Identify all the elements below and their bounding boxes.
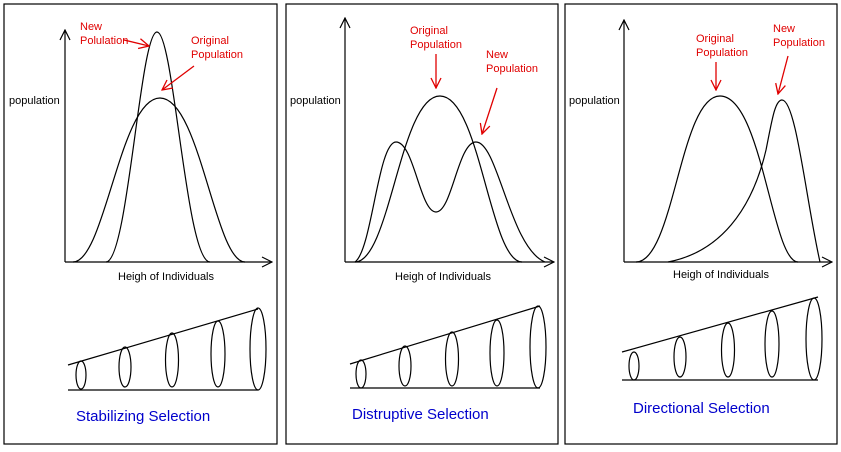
cone-illustration bbox=[349, 305, 547, 389]
cone-illustration bbox=[621, 296, 823, 381]
cone-ring bbox=[355, 359, 367, 389]
annotation-new-line2: Population bbox=[773, 37, 825, 49]
annotation-new-line1: New bbox=[80, 21, 102, 33]
cone-top-edge bbox=[621, 296, 819, 353]
annotation-new-arrow bbox=[778, 55, 789, 94]
x-axis-label: Heigh of Individuals bbox=[673, 269, 770, 281]
cone-ring bbox=[489, 319, 505, 387]
x-axis-label: Heigh of Individuals bbox=[118, 271, 215, 283]
cone-ring bbox=[444, 331, 460, 387]
annotation-original-line2: Population bbox=[191, 49, 243, 61]
cone-ring bbox=[764, 310, 780, 378]
annotation-original-line2: Population bbox=[410, 39, 462, 51]
cone-ring bbox=[210, 320, 226, 388]
cone-ring bbox=[529, 305, 547, 389]
panel-directional: population Heigh of Individuals Original… bbox=[564, 3, 838, 445]
annotation-original-line1: Original bbox=[191, 35, 229, 47]
new-population-curve bbox=[354, 141, 546, 263]
cone-ring bbox=[75, 360, 87, 390]
annotation-original-line1: Original bbox=[696, 33, 734, 45]
annotation-original-arrow bbox=[162, 65, 195, 90]
panel-title: Directional Selection bbox=[633, 400, 770, 417]
original-population-curve bbox=[72, 97, 246, 263]
panel-frame bbox=[564, 3, 838, 445]
cone-ring bbox=[805, 297, 823, 381]
annotation-new-line2: Population bbox=[486, 63, 538, 75]
cone-illustration bbox=[67, 307, 267, 391]
annotation-new-line1: New bbox=[486, 49, 508, 61]
panel-title: Stabilizing Selection bbox=[76, 408, 210, 425]
annotation-original-line1: Original bbox=[410, 25, 448, 37]
y-axis-label: population bbox=[9, 95, 60, 107]
original-population-curve bbox=[354, 95, 523, 263]
cone-top-edge bbox=[67, 308, 259, 366]
original-population-curve bbox=[635, 95, 799, 263]
panel-title: Distruptive Selection bbox=[352, 406, 489, 423]
panel-disruptive: population Heigh of Individuals Original… bbox=[285, 3, 559, 445]
new-population-curve bbox=[105, 31, 211, 263]
cone-ring bbox=[398, 345, 412, 387]
panel-frame bbox=[285, 3, 559, 445]
annotation-original-line2: Population bbox=[696, 47, 748, 59]
x-axis-label: Heigh of Individuals bbox=[395, 271, 492, 283]
panel-frame bbox=[3, 3, 278, 445]
cone-ring bbox=[164, 332, 180, 388]
annotation-new-line1: New bbox=[773, 23, 795, 35]
annotation-new-arrow bbox=[123, 40, 149, 46]
new-population-curve bbox=[667, 99, 821, 263]
annotation-new-arrow bbox=[482, 87, 498, 134]
panel-stabilizing: population Heigh of Individuals New Polu… bbox=[3, 3, 278, 445]
y-axis-label: population bbox=[290, 95, 341, 107]
annotation-new-line2: Polulation bbox=[80, 35, 128, 47]
y-axis-label: population bbox=[569, 95, 620, 107]
cone-top-edge bbox=[349, 305, 541, 365]
cone-ring bbox=[628, 351, 640, 381]
cone-ring bbox=[118, 346, 132, 388]
cone-ring bbox=[249, 307, 267, 391]
cone-ring bbox=[673, 336, 687, 378]
cone-ring bbox=[720, 322, 736, 378]
